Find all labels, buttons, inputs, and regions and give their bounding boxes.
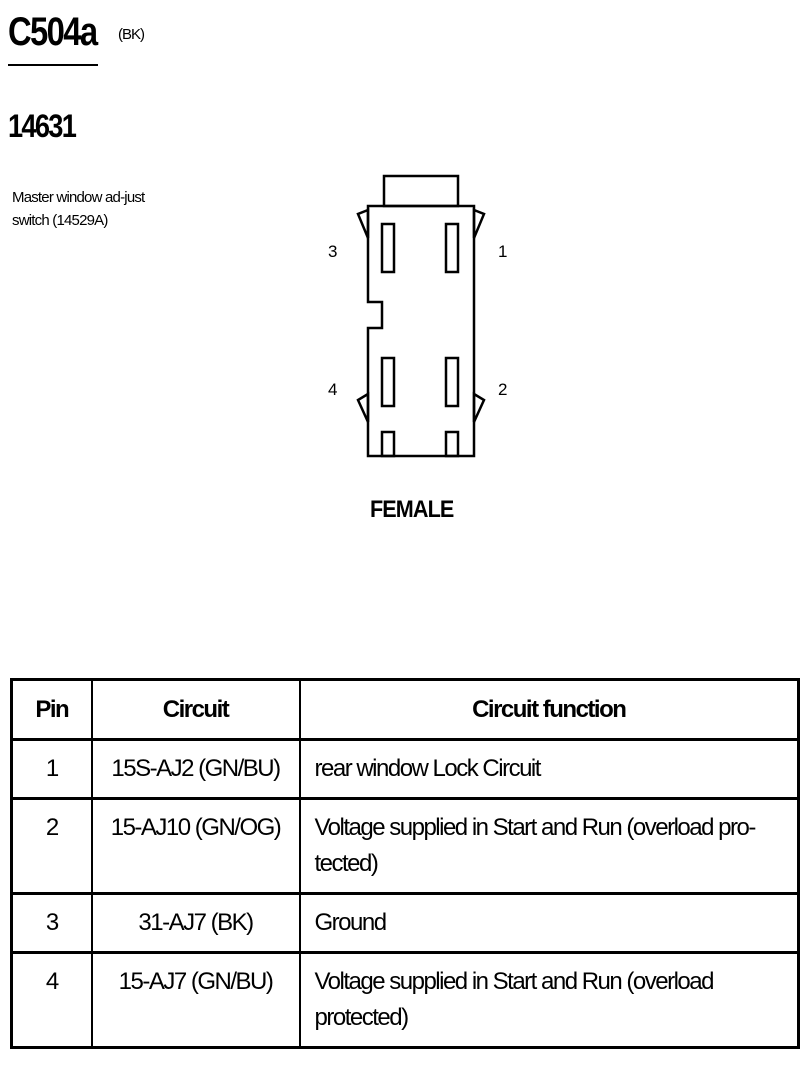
terminal-cavity [380,356,396,408]
connector-housing [366,204,476,458]
cell-circuit-function: Voltage supplied in Start and Run (overl… [298,798,799,895]
pin-label-1: 1 [498,242,507,261]
cell-circuit: 31-AJ7 (BK) [90,893,300,954]
terminal-cavity [444,356,460,408]
header-circuit-function: Circuit function [298,679,799,741]
color-code: (BK) [118,26,145,43]
pin-label-4: 4 [328,380,337,399]
cell-circuit-function: Voltage supplied in Start and Run (overl… [298,952,799,1049]
locking-wedge [356,391,370,423]
table-row: 4 15-AJ7 (GN/BU) Voltage supplied in Sta… [11,952,799,1049]
table-row: 3 31-AJ7 (BK) Ground [11,893,799,954]
locking-wedge [472,208,486,239]
pin-table: Pin Circuit Circuit function 1 15S-AJ2 (… [10,678,800,1049]
locking-wedge [356,208,370,239]
cell-circuit: 15-AJ7 (GN/BU) [90,952,300,1049]
cell-pin: 1 [11,739,92,800]
title-underline [8,64,98,66]
terminal-cavity [380,222,396,274]
cell-pin: 4 [11,952,92,1049]
cell-pin: 2 [11,798,92,895]
connector-latch-tab [382,174,460,208]
connector-id: C504a [8,10,98,54]
connector-gender-label: FEMALE [370,496,454,523]
pin-label-2: 2 [498,380,507,399]
part-number: 14631 [8,108,77,144]
locking-wedge [472,391,486,423]
table-header-row: Pin Circuit Circuit function [11,679,799,741]
table-row: 1 15S-AJ2 (GN/BU) rear window Lock Circu… [11,739,799,800]
header-pin: Pin [11,679,92,741]
cell-circuit: 15-AJ10 (GN/OG) [90,798,300,895]
component-description: Master window ad-just switch (14529A) [12,189,145,229]
cell-circuit-function: rear window Lock Circuit [298,739,799,800]
cell-circuit: 15S-AJ2 (GN/BU) [90,739,300,800]
header-circuit: Circuit [90,679,300,741]
bottom-slot [380,430,396,458]
pin-label-3: 3 [328,242,337,261]
bottom-slot [444,430,460,458]
table-row: 2 15-AJ10 (GN/OG) Voltage supplied in St… [11,798,799,895]
cell-pin: 3 [11,893,92,954]
connector-face-diagram: 1 2 3 4 [328,174,507,458]
cell-circuit-function: Ground [298,893,799,954]
terminal-cavity [444,222,460,274]
